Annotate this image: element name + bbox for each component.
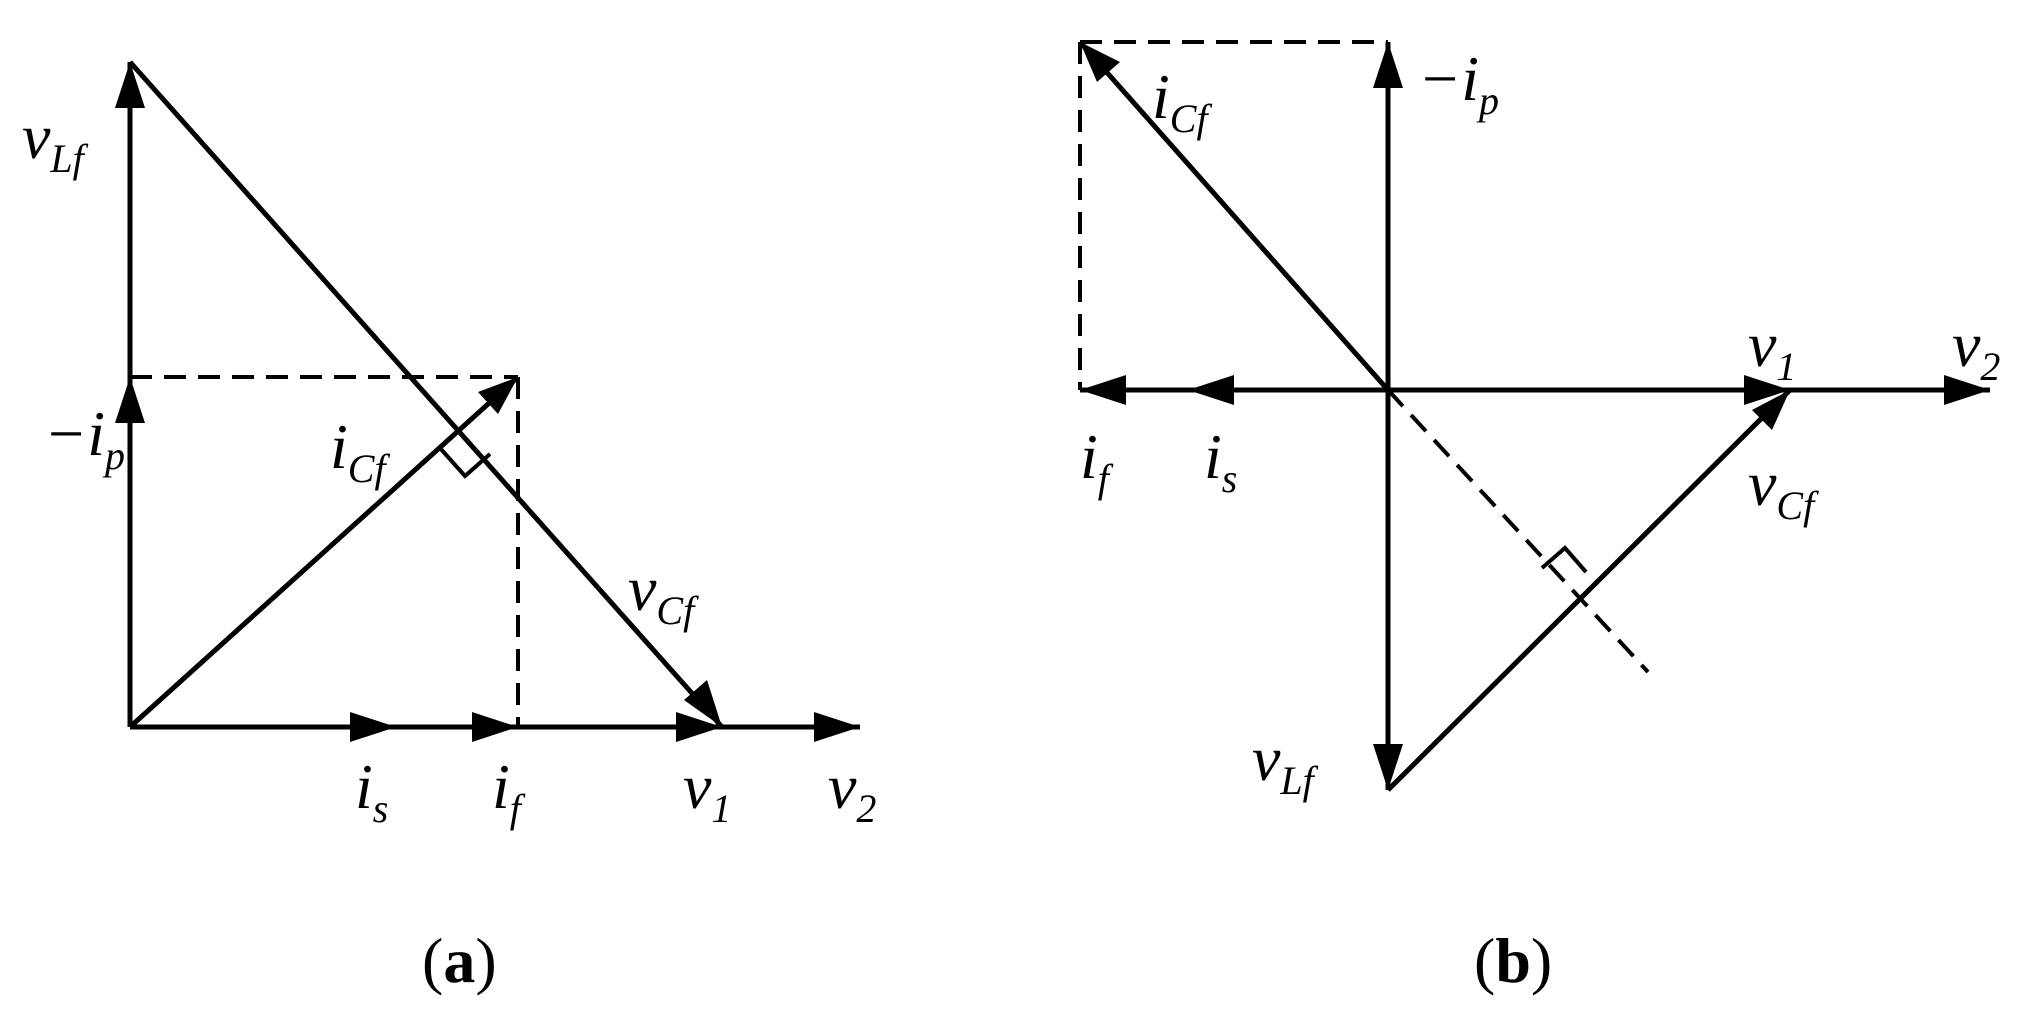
label-neg-ip-b: −ip bbox=[1418, 43, 1499, 123]
label-i-cf-a: iCf bbox=[330, 411, 390, 491]
label-v2-b: v2 bbox=[1952, 309, 2000, 389]
icf-arrowhead-a bbox=[478, 377, 518, 414]
is-arrowhead-a bbox=[350, 712, 396, 742]
right-angle-marker-b bbox=[1540, 545, 1588, 574]
label-v1-b: v1 bbox=[1748, 309, 1796, 389]
vcf-arrowhead-a bbox=[684, 680, 722, 727]
label-i-f-a: if bbox=[492, 751, 526, 831]
dashed-diagonal-b bbox=[1386, 388, 1650, 674]
label-i-s-b: is bbox=[1204, 421, 1237, 501]
label-i-cf-b: iCf bbox=[1152, 61, 1212, 141]
vlf-arrowhead-a bbox=[115, 62, 145, 108]
vcf-arrowhead-b bbox=[1752, 390, 1790, 430]
panel-a: vLf −ip iCf vCf is if v1 v2 (a) bbox=[22, 60, 876, 996]
label-v-lf-a: vLf bbox=[22, 101, 89, 181]
caption-b: (b) bbox=[1474, 925, 1552, 996]
if-arrowhead-a bbox=[472, 712, 518, 742]
label-v-cf-a: vCf bbox=[628, 553, 699, 633]
icf-arrow-b bbox=[1078, 40, 1390, 392]
neg-ip-arrowhead-b bbox=[1373, 42, 1403, 88]
v2-arrowhead-b bbox=[1944, 375, 1990, 405]
if-arrowhead-b bbox=[1080, 375, 1126, 405]
label-v1-a: v1 bbox=[683, 751, 731, 831]
label-v-lf-b: vLf bbox=[1252, 723, 1319, 803]
label-v2-a: v2 bbox=[828, 751, 876, 831]
v2-arrowhead-a bbox=[814, 712, 860, 742]
label-i-f-b: if bbox=[1080, 421, 1114, 501]
caption-a: (a) bbox=[422, 925, 497, 996]
panel-b: iCf −ip v1 v2 if is vCf vLf (b) bbox=[1078, 40, 2000, 996]
vlf-arrowhead-b bbox=[1373, 744, 1403, 790]
label-neg-ip-a: −ip bbox=[44, 398, 125, 478]
vcf-line-b bbox=[1386, 388, 1792, 792]
v1-arrowhead-b bbox=[1744, 375, 1790, 405]
vcf-line-a bbox=[128, 60, 724, 729]
label-i-s-a: is bbox=[355, 751, 388, 831]
is-arrowhead-b bbox=[1188, 375, 1234, 405]
right-angle-marker-a bbox=[438, 446, 492, 479]
icf-arrowhead-b bbox=[1080, 42, 1120, 82]
v1-arrowhead-a bbox=[676, 712, 722, 742]
neg-ip-arrowhead-a bbox=[115, 377, 145, 423]
label-v-cf-b: vCf bbox=[1748, 448, 1819, 528]
icf-arrow-a bbox=[128, 375, 520, 729]
